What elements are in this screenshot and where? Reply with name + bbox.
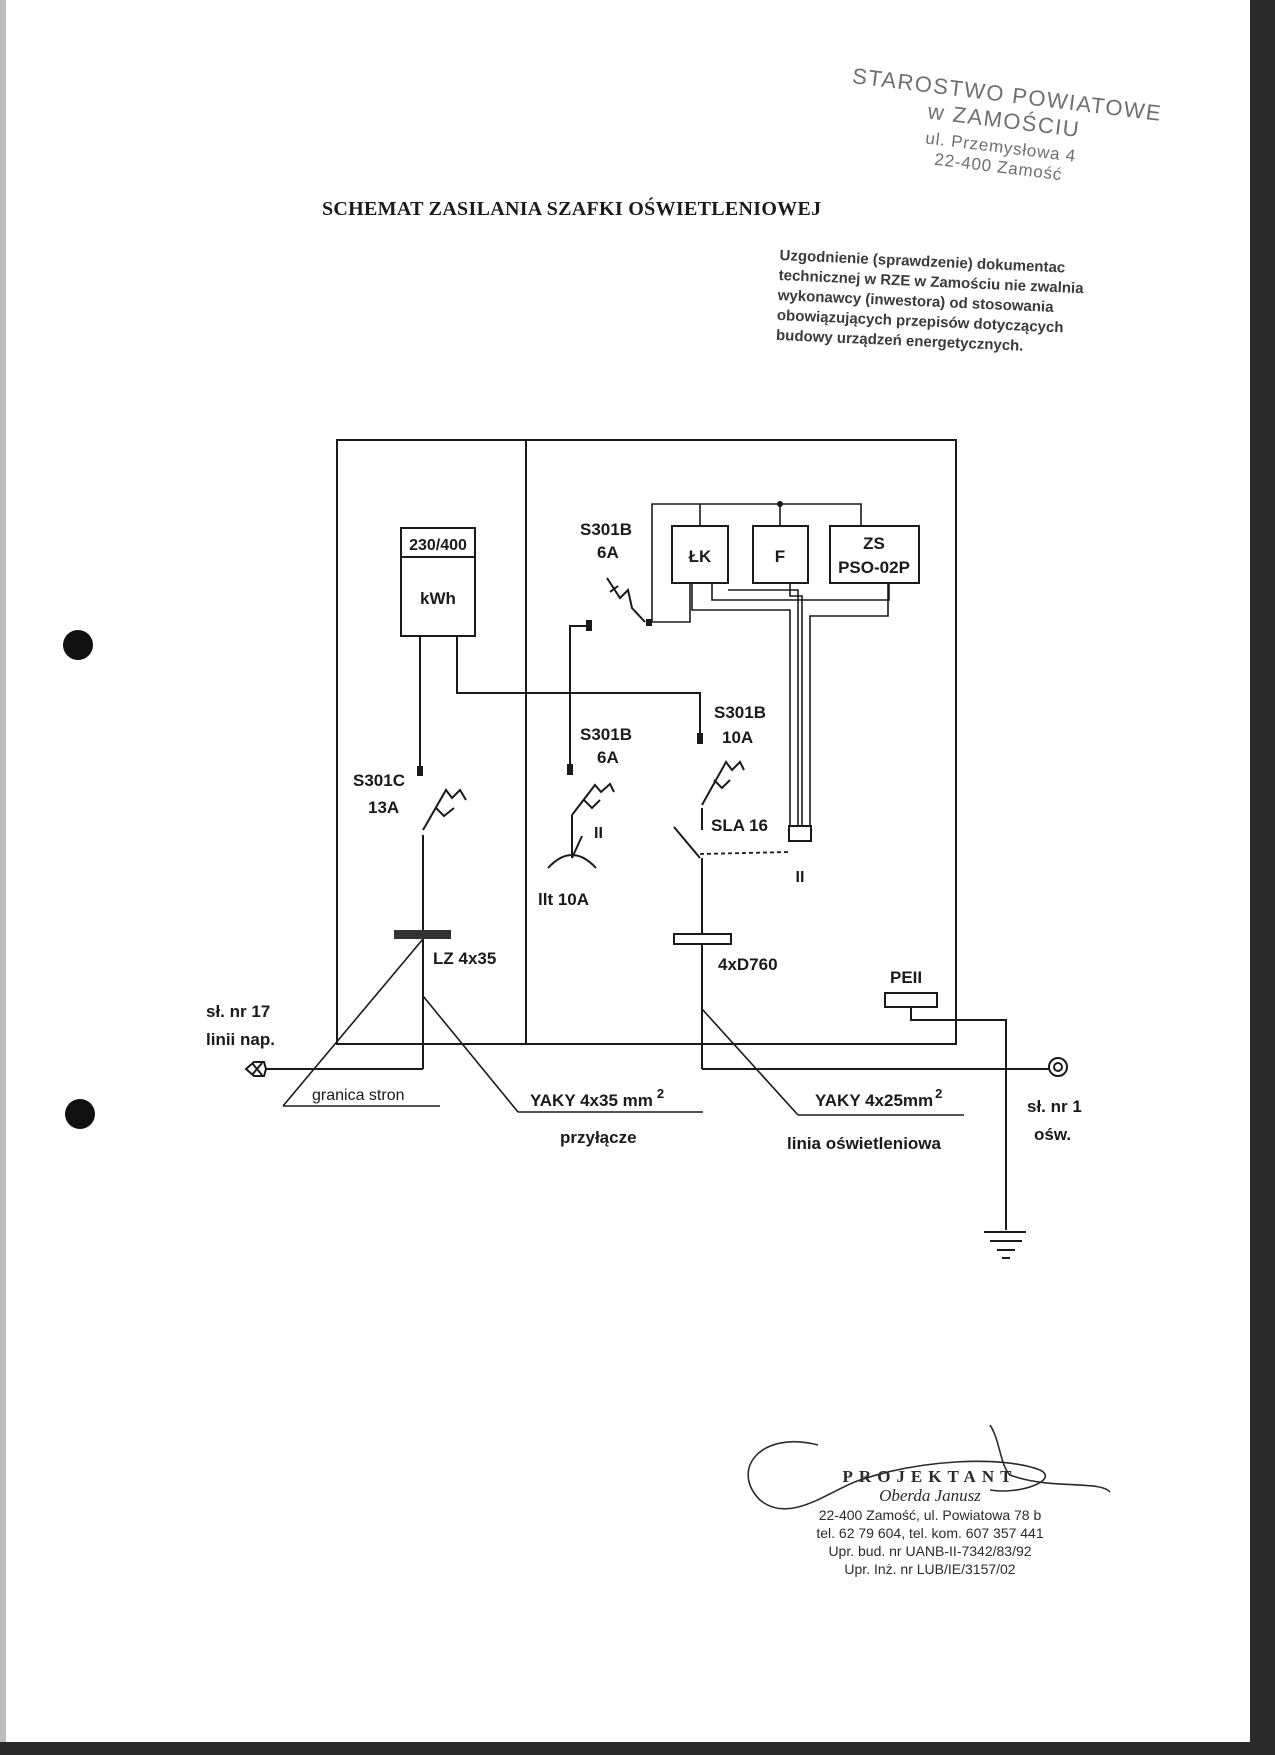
breaker-light-switch bbox=[701, 760, 745, 806]
designer-license-2: Upr. Inż. nr LUB/IE/3157/02 bbox=[844, 1561, 1016, 1577]
right-pole-label-1: sł. nr 1 bbox=[1027, 1097, 1082, 1116]
scan-edge-bottom bbox=[0, 1742, 1275, 1755]
box-f bbox=[752, 525, 809, 584]
designer-license-1: Upr. bud. nr UANB-II-7342/83/92 bbox=[828, 1543, 1032, 1559]
pen-bar bbox=[884, 992, 938, 1008]
socket-label: llt 10A bbox=[538, 890, 589, 909]
designer-address: 22-400 Zamość, ul. Powiatowa 78 b bbox=[818, 1507, 1042, 1523]
supply-cable-leader bbox=[422, 995, 519, 1113]
box-zs-label-1: ZS bbox=[863, 534, 885, 553]
designer-phone: tel. 62 79 604, tel. kom. 607 357 441 bbox=[816, 1525, 1044, 1541]
breaker-ctrl-type: S301B bbox=[580, 520, 632, 539]
breaker-main-type: S301C bbox=[353, 771, 405, 790]
right-pole-inner bbox=[1053, 1062, 1063, 1072]
box-lk-label: ŁK bbox=[689, 547, 712, 566]
light-cable-leader bbox=[701, 1008, 799, 1116]
contactor-coil bbox=[788, 825, 812, 842]
fuse-main-bar bbox=[394, 930, 451, 939]
breaker-light-terminal bbox=[697, 733, 703, 744]
designer-name: Oberda Janusz bbox=[879, 1486, 981, 1505]
breaker-ctrl-terminal-top bbox=[586, 620, 592, 631]
meter-unit-label: kWh bbox=[420, 589, 456, 608]
fuse-main-label: LZ 4x35 bbox=[433, 949, 496, 968]
light-cable-text: YAKY 4x25mm bbox=[815, 1091, 933, 1110]
breaker-socket-switch bbox=[571, 782, 615, 816]
signature-scribble bbox=[747, 1424, 1111, 1510]
cabinet-outline bbox=[336, 439, 957, 1045]
right-pole-label-2: ośw. bbox=[1034, 1125, 1071, 1144]
lk-to-contactor-wire-1 bbox=[691, 583, 791, 826]
contactor-mark: II bbox=[796, 869, 805, 886]
boundary-leader bbox=[282, 938, 424, 1107]
pen-to-earth-wire bbox=[910, 1007, 1007, 1230]
breaker-light-rating: 10A bbox=[722, 728, 753, 747]
designer-stamp: PROJEKTANT Oberda Janusz 22-400 Zamość, … bbox=[770, 1467, 1090, 1578]
box-lk bbox=[671, 525, 729, 584]
left-pole-label-2: linii nap. bbox=[206, 1030, 275, 1049]
supply-cable-sup: 2 bbox=[657, 1086, 664, 1101]
breaker-ctrl-rating: 6A bbox=[597, 543, 619, 562]
pen-label: PEII bbox=[890, 968, 922, 987]
light-cable-sup: 2 bbox=[935, 1086, 942, 1101]
boundary-label: granica stron bbox=[312, 1087, 405, 1104]
lk-to-contactor-wire-2 bbox=[711, 583, 890, 601]
breaker-main-mechanism bbox=[435, 807, 455, 818]
fuse-light bbox=[673, 933, 732, 945]
punch-hole-top bbox=[63, 630, 93, 660]
f-to-contactor-wire bbox=[789, 583, 803, 826]
breaker-main-rating: 13A bbox=[368, 798, 399, 817]
breaker-ctrl-mechanism bbox=[609, 585, 619, 593]
socket-symbol bbox=[547, 854, 597, 869]
ctrl-bus-top bbox=[651, 503, 862, 622]
light-cable-desc: linia oświetleniowa bbox=[787, 1134, 942, 1153]
breaker-socket-mechanism bbox=[583, 799, 601, 810]
contactor-contact bbox=[673, 826, 701, 859]
socket-mark: II bbox=[594, 825, 603, 842]
lk-to-f-wire bbox=[728, 589, 799, 826]
box-zs-label-2: PSO-02P bbox=[838, 558, 910, 577]
breaker-light-type: S301B bbox=[714, 703, 766, 722]
left-pole-label-1: sł. nr 17 bbox=[206, 1002, 270, 1021]
energy-meter bbox=[400, 527, 476, 637]
scan-edge-left bbox=[0, 0, 6, 1755]
box-f-label: F bbox=[775, 547, 785, 566]
punch-hole-bottom bbox=[65, 1099, 95, 1129]
meter-to-bus-wire bbox=[456, 636, 701, 743]
fuse-light-label: 4xD760 bbox=[718, 955, 778, 974]
breaker-main-switch bbox=[422, 788, 467, 831]
breaker-socket-type: S301B bbox=[580, 725, 632, 744]
document-title: SCHEMAT ZASILANIA SZAFKI OŚWIETLENIOWEJ bbox=[322, 198, 822, 220]
breaker-socket-rating: 6A bbox=[597, 748, 619, 767]
box-zs bbox=[829, 525, 920, 584]
breaker-ctrl-terminal bbox=[646, 619, 652, 626]
contactor-label: SLA 16 bbox=[711, 816, 768, 835]
right-pole-outer bbox=[1048, 1057, 1068, 1077]
meter-voltage-label: 230/400 bbox=[409, 537, 467, 554]
contactor-link-dashed bbox=[699, 851, 790, 855]
designer-header: PROJEKTANT bbox=[842, 1467, 1018, 1486]
left-pole-cross-b bbox=[251, 1062, 263, 1076]
socket-pin bbox=[571, 835, 583, 859]
breaker-ctrl-switch bbox=[606, 577, 646, 623]
supply-cable-desc: przyłącze bbox=[560, 1128, 637, 1147]
supply-cable-text: YAKY 4x35 mm bbox=[530, 1091, 653, 1110]
breaker-light-mechanism bbox=[713, 779, 731, 790]
breaker-main-terminal bbox=[417, 766, 423, 776]
supply-cable-label: YAKY 4x35 mm 2 bbox=[530, 1086, 664, 1110]
breaker-socket-terminal bbox=[567, 764, 573, 775]
ctrl-to-lk-wire bbox=[652, 583, 691, 623]
scan-edge-right bbox=[1250, 0, 1275, 1755]
bus-to-control-wire bbox=[569, 625, 588, 693]
left-pole-symbol bbox=[244, 1061, 268, 1077]
zs-to-contactor-wire bbox=[809, 583, 889, 826]
